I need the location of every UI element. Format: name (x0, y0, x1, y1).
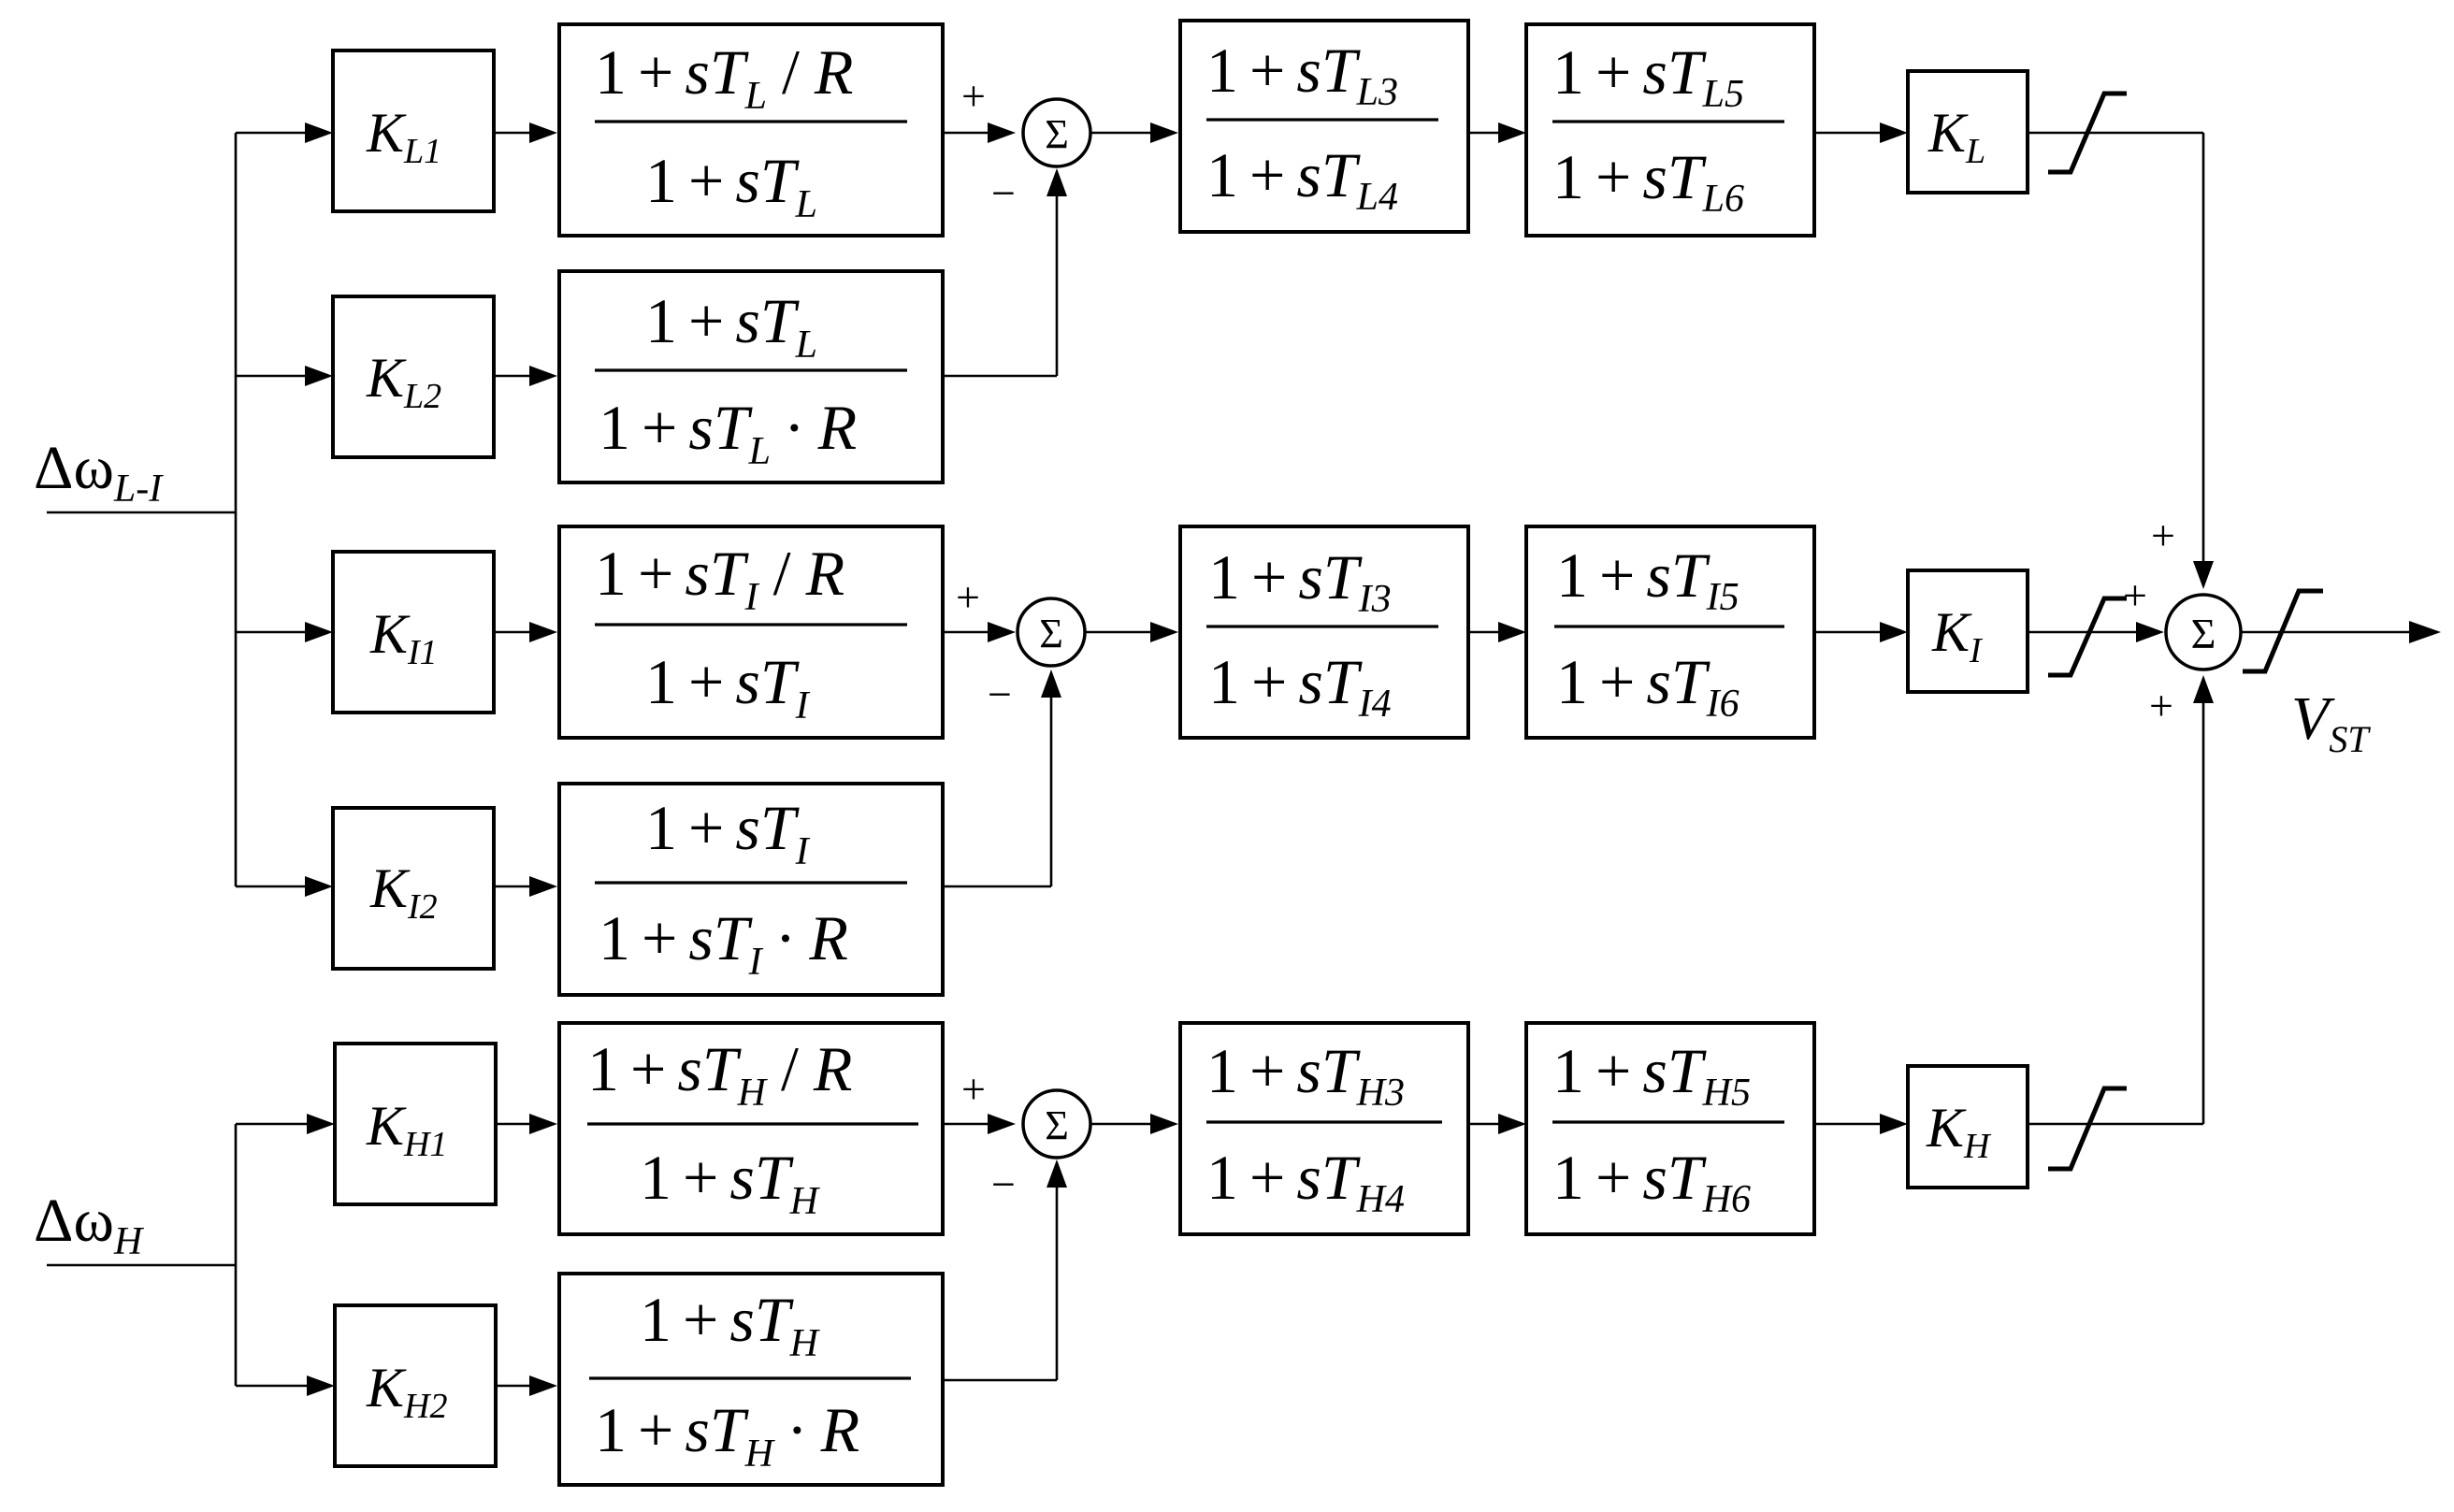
gain-kh-block: KH (1906, 1064, 2029, 1189)
svg-text:1+sTI5: 1+sTI5 (1556, 540, 1739, 619)
filter-h-upper-block: 1+sTH/R 1+sTH (557, 1021, 945, 1236)
gain-kl2-block: KL2 (331, 295, 496, 459)
lf-input-signal: ΔωL-I (34, 434, 236, 514)
svg-text:1+sTI3: 1+sTI3 (1208, 541, 1392, 621)
gain-ki-block: KI (1906, 569, 2029, 694)
sum-to-leadlag-arrows (1085, 122, 1178, 1134)
sum-junction-h: Σ + − (943, 1065, 1092, 1382)
lf-distribution-bus (234, 122, 333, 897)
filter-h-lower-block: 1+sTH 1+sTH·R (557, 1272, 945, 1487)
leadlag-h56-block: 1+sTH5 1+sTH6 (1524, 1021, 1816, 1236)
svg-text:1+sTH: 1+sTH (640, 1284, 821, 1365)
svg-text:1+sTH/R: 1+sTH/R (587, 1033, 852, 1115)
svg-text:1+sTI4: 1+sTI4 (1208, 646, 1392, 726)
gain-to-filter-arrows (494, 122, 557, 1396)
svg-text:1+sTL5: 1+sTL5 (1552, 36, 1744, 116)
leadlag-l34-block: 1+sTL3 1+sTL4 (1178, 19, 1470, 234)
sum-junction-i: Σ + − (943, 573, 1087, 888)
svg-text:1+sTI6: 1+sTI6 (1556, 646, 1739, 726)
leadlag-h34-block: 1+sTH3 1+sTH4 (1178, 1021, 1470, 1236)
svg-text:1+sTL4: 1+sTL4 (1206, 139, 1398, 219)
svg-text:KI2: KI2 (369, 857, 438, 927)
svg-text:KL: KL (1927, 102, 1985, 171)
svg-text:1+sTI: 1+sTI (645, 792, 811, 873)
svg-text:1+sTL3: 1+sTL3 (1206, 35, 1398, 114)
filter-l-upper-block: 1+sTL/R 1+sTL (557, 22, 945, 238)
filter-i-upper-block: 1+sTI/R 1+sTI (557, 525, 945, 740)
svg-text:Σ: Σ (1045, 1102, 1069, 1148)
svg-text:1+sTH6: 1+sTH6 (1552, 1142, 1751, 1221)
filter-i-lower-block: 1+sTI 1+sTI·R (557, 782, 945, 997)
hf-input-label: ΔωH (34, 1187, 145, 1263)
svg-text:Σ: Σ (1039, 611, 1063, 656)
limiter-h-icon (2048, 1086, 2127, 1172)
svg-text:+: + (2123, 571, 2147, 619)
sum-junction-l: Σ + − (943, 72, 1092, 378)
svg-text:1+sTH·R: 1+sTH·R (595, 1394, 859, 1476)
svg-text:1+sTI/R: 1+sTI/R (595, 538, 844, 619)
svg-text:Σ: Σ (2191, 610, 2216, 657)
limiter-i-icon (2048, 596, 2127, 678)
hf-input-signal: ΔωH (34, 1187, 236, 1267)
leadlag-l56-block: 1+sTL5 1+sTL6 (1524, 22, 1816, 238)
gain-kl1-block: KL1 (331, 49, 496, 213)
gain-kl-block: KL (1906, 69, 2029, 194)
svg-text:KI1: KI1 (369, 603, 438, 672)
svg-text:−: − (991, 1160, 1016, 1208)
svg-text:1+sTL: 1+sTL (645, 145, 817, 226)
svg-text:1+sTH3: 1+sTH3 (1206, 1035, 1405, 1115)
svg-text:1+sTL·R: 1+sTL·R (599, 392, 857, 473)
svg-text:−: − (988, 670, 1012, 718)
lf-input-label: ΔωL-I (34, 434, 164, 511)
svg-text:KL1: KL1 (366, 102, 441, 171)
gain-ki1-block: KI1 (331, 550, 496, 714)
svg-text:+: + (961, 72, 986, 120)
svg-text:+: + (2149, 682, 2173, 729)
svg-text:1+sTI·R: 1+sTI·R (599, 902, 848, 984)
gain-kh2-block: KH2 (333, 1303, 498, 1468)
svg-text:+: + (961, 1065, 986, 1113)
svg-text:1+sTH5: 1+sTH5 (1552, 1035, 1751, 1115)
band-output-wires (2028, 131, 2214, 1126)
svg-text:1+sTL: 1+sTL (645, 285, 817, 367)
output-signal: VST (2241, 621, 2441, 760)
svg-text:1+sTH: 1+sTH (640, 1142, 821, 1223)
final-sum-junction: Σ + + + (2123, 511, 2243, 729)
gain-ki2-block: KI2 (331, 806, 496, 971)
output-label: VST (2291, 684, 2371, 760)
leadlag-i56-block: 1+sTI5 1+sTI6 (1524, 525, 1816, 740)
svg-text:−: − (991, 169, 1016, 217)
svg-text:KI: KI (1931, 601, 1984, 670)
hf-distribution-bus (234, 1114, 335, 1396)
svg-text:+: + (956, 573, 980, 621)
svg-text:Σ: Σ (1045, 111, 1069, 157)
leadlag-i34-block: 1+sTI3 1+sTI4 (1178, 525, 1470, 740)
svg-text:1+sTL/R: 1+sTL/R (595, 36, 853, 118)
svg-text:KL2: KL2 (366, 347, 441, 416)
leadlag-to-gain-arrows (1814, 122, 1908, 1134)
filter-l-lower-block: 1+sTL 1+sTL·R (557, 269, 945, 484)
svg-text:+: + (2151, 511, 2175, 559)
leadlag-interstage-arrows (1468, 122, 1526, 1134)
svg-text:KH1: KH1 (366, 1095, 447, 1164)
svg-text:1+sTL6: 1+sTL6 (1552, 141, 1744, 221)
gain-kh1-block: KH1 (333, 1042, 498, 1206)
svg-text:KH: KH (1926, 1097, 1992, 1166)
svg-text:1+sTH4: 1+sTH4 (1206, 1142, 1405, 1221)
svg-text:1+sTI: 1+sTI (645, 646, 811, 727)
svg-text:KH2: KH2 (366, 1357, 447, 1426)
